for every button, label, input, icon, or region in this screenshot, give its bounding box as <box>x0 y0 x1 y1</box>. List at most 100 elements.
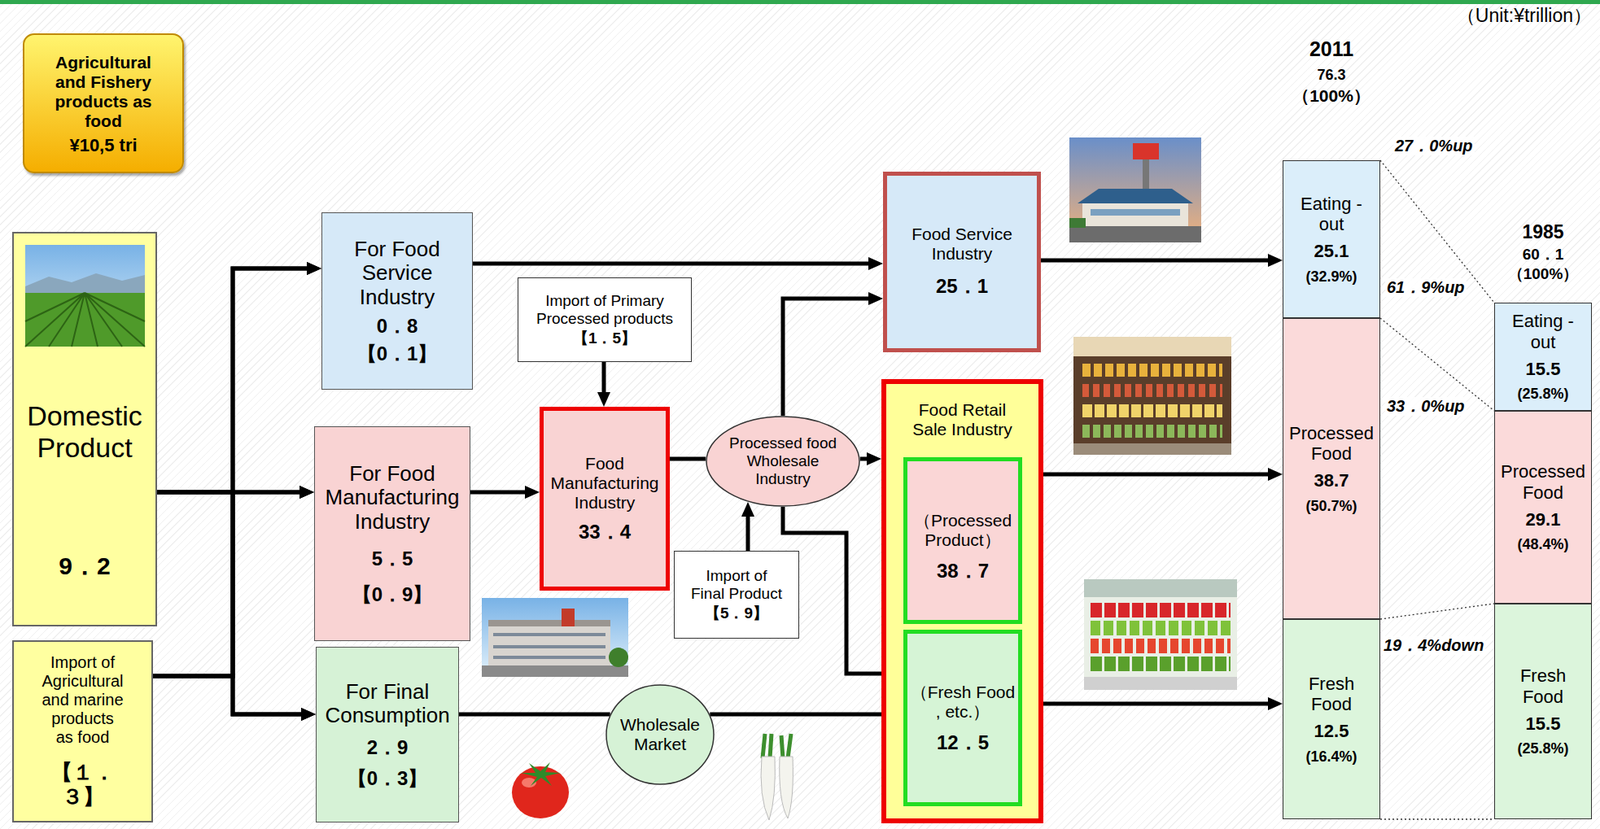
node-text: 12．5 <box>909 731 1017 755</box>
node-text: （Fresh Food , etc.） <box>909 682 1017 722</box>
industry-box: Food Service Industry 25．1 <box>883 171 1041 353</box>
channel-box: For Food Manufacturing Industry 5．5 【0．9】 <box>314 426 471 642</box>
tomato-picture <box>511 762 569 819</box>
node-text: For Food Service Industry <box>328 237 466 311</box>
node-text: Import of Final Product <box>689 567 784 604</box>
produce-photo <box>1084 579 1238 691</box>
node-text: (48.4%) <box>1500 536 1587 554</box>
flow-arrow <box>459 712 611 717</box>
node-text: Fresh Food <box>1500 665 1587 708</box>
comparison-guide <box>1380 160 1495 303</box>
node-text: For Final Consumption <box>320 680 455 730</box>
flow-arrow <box>669 457 706 462</box>
node-text: (50.7%) <box>1289 498 1375 516</box>
node-text: 33．4 <box>546 520 664 544</box>
node-text: Eating -out <box>1500 310 1587 353</box>
flow-arrow <box>157 492 302 715</box>
factory-photo <box>493 634 606 658</box>
change-note: 33．0%up <box>1385 397 1467 416</box>
flow-arrow <box>782 298 869 416</box>
node-text: 【5．9】 <box>689 604 784 623</box>
node-text: Domestic Product <box>20 400 149 464</box>
node-text: 9．2 <box>20 552 149 582</box>
node-text: 【1．5】 <box>524 329 685 348</box>
node-text: (25.8%) <box>1500 740 1587 758</box>
field-photo <box>25 292 145 347</box>
node-text: 25．1 <box>893 275 1031 298</box>
node-text: (25.8%) <box>1500 385 1587 403</box>
total-value: 76.3 <box>1315 66 1347 84</box>
node-text: 15.5 <box>1500 358 1587 380</box>
field-photo <box>25 244 145 347</box>
node-text: 15.5 <box>1500 713 1587 735</box>
radish-picture <box>762 734 792 759</box>
node-text: 0．8 <box>328 314 466 338</box>
restaurant-photo <box>1069 226 1202 243</box>
produce-photo <box>1090 620 1231 636</box>
total-share: （100%） <box>1506 265 1581 284</box>
flow-arrow <box>746 516 751 551</box>
node-text: 【0．9】 <box>319 583 465 607</box>
change-note: 19．4%down <box>1381 636 1486 656</box>
node-text: 38.7 <box>1289 470 1375 491</box>
flow-arrow <box>153 268 307 677</box>
node-text: For Food Manufacturing Industry <box>319 462 465 536</box>
unit-note: （Unit:¥trillion） <box>1455 4 1594 27</box>
total-value: 60．1 <box>1521 245 1566 264</box>
field-photo <box>25 244 145 347</box>
year-heading: 1985 <box>1520 221 1566 243</box>
flow-arrow <box>1040 258 1268 263</box>
node-text: 12.5 <box>1289 721 1375 742</box>
store-photo <box>1082 424 1223 438</box>
tomato-picture <box>520 762 561 787</box>
node-text: 【0．1】 <box>328 342 466 366</box>
factory-photo <box>488 620 611 627</box>
share-bar-segment: Fresh Food12.5(16.4%) <box>1282 619 1381 820</box>
produce-photo <box>1084 579 1238 598</box>
node-text: Agricultural and Fishery products as foo… <box>40 52 167 132</box>
import-box: Import of Primary Processed products【1．5… <box>517 277 692 363</box>
restaurant-photo <box>1090 209 1181 216</box>
channel-box: For Final Consumption2．9【0．3】 <box>315 646 460 823</box>
source-box: Domestic Product 9．2 <box>12 231 158 627</box>
wholesale-ellipse: Processed food Wholesale Industry <box>705 415 861 508</box>
restaurant-photo <box>1069 137 1202 243</box>
flow-arrow <box>153 492 300 677</box>
factory-photo <box>481 598 629 678</box>
factory-photo <box>488 625 611 668</box>
node-text: 25.1 <box>1289 240 1375 262</box>
produce-photo <box>1090 638 1231 654</box>
node-text: （Processed Product） <box>909 511 1017 551</box>
node-text: Food Retail Sale Industry <box>909 400 1016 440</box>
node-text: 5．5 <box>319 547 465 571</box>
restaurant-photo <box>1082 203 1189 227</box>
field-photo <box>25 292 145 347</box>
flow-arrow <box>709 712 889 717</box>
ellipse-outline <box>606 685 714 785</box>
source-box: Import of Agricultural and marine produc… <box>12 640 154 823</box>
node-text: 【0．3】 <box>320 767 455 791</box>
node-text: (32.9%) <box>1289 268 1375 286</box>
node-text: Import of Primary Processed products <box>524 292 685 328</box>
node-text: Processed Food <box>1500 461 1587 503</box>
store-photo <box>1073 443 1232 455</box>
comparison-guide <box>1380 818 1495 820</box>
produce-photo <box>1084 579 1238 691</box>
channel-box: For Food Service Industry 0．8 【0．1】 <box>321 212 473 390</box>
restaurant-photo <box>1069 137 1202 243</box>
node-text: 29.1 <box>1500 509 1587 530</box>
top-bar <box>0 0 1600 5</box>
import-box: Import of Final Product【5．9】 <box>673 550 800 639</box>
domestic-box-fill <box>12 231 158 627</box>
node-text: Import of Agricultural and marine produc… <box>41 653 125 748</box>
node-text: Food Service Industry <box>893 224 1031 264</box>
store-photo <box>1082 363 1223 377</box>
flow-arrow <box>602 362 607 393</box>
share-bar-segment: Processed Food 29.1 (48.4%) <box>1494 410 1592 604</box>
flow-arrow <box>472 262 869 267</box>
share-bar-segment: Fresh Food 15.5 (25.8%) <box>1494 603 1592 820</box>
market-ellipse: Wholesale Market <box>605 684 715 786</box>
industry-box: Food Manufacturing Industry33．4 <box>539 406 670 591</box>
factory-photo <box>481 665 629 678</box>
